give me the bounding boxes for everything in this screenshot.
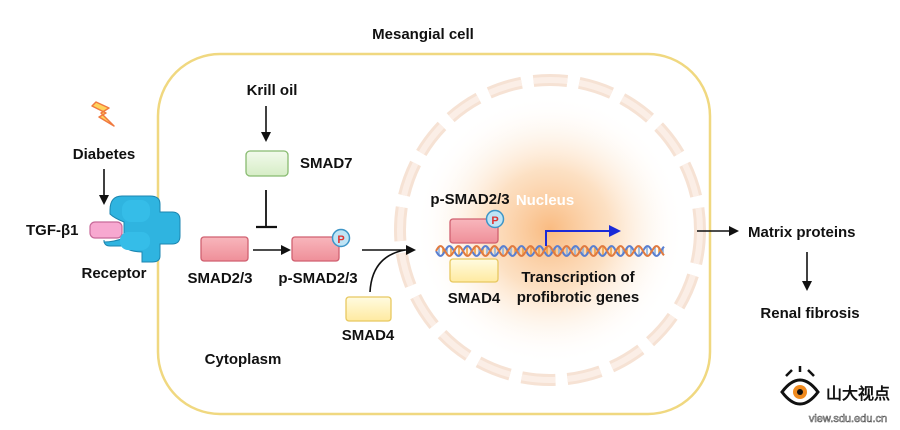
diabetes-label: Diabetes — [73, 146, 136, 163]
lightning-icon — [91, 101, 115, 127]
watermark-brand: 山大视点 — [826, 384, 890, 403]
phospho-badge-nuc: P — [485, 209, 505, 229]
p-smad23-cyto-label: p-SMAD2/3 — [278, 270, 357, 287]
smad7-box — [245, 150, 289, 177]
svg-text:P: P — [337, 234, 344, 246]
smad4-cyto-box — [345, 296, 392, 322]
dna-strand-a — [435, 245, 665, 257]
receptor-icon — [103, 195, 181, 263]
p-smad23-cyto-box — [291, 236, 340, 262]
transcription-start-arrow — [545, 225, 621, 246]
nucleus-label: Nucleus — [516, 192, 574, 209]
smad23-label: SMAD2/3 — [187, 270, 252, 287]
phospho-badge-cyto: P — [331, 228, 351, 248]
p-smad23-nuc-box — [449, 218, 499, 244]
smad4-nuc-label: SMAD4 — [448, 290, 501, 307]
krill-oil-label: Krill oil — [247, 82, 298, 99]
transcription-label-line2: profibrotic genes — [517, 289, 640, 306]
matrix-proteins-label: Matrix proteins — [748, 224, 856, 241]
tgf-ligand — [89, 221, 123, 239]
transcription-label-line1: Transcription of — [521, 269, 635, 286]
smad4-cyto-label: SMAD4 — [342, 327, 395, 344]
cytoplasm-label: Cytoplasm — [205, 351, 282, 368]
smad23-box — [200, 236, 249, 262]
svg-text:P: P — [491, 215, 498, 227]
smad7-label: SMAD7 — [300, 155, 353, 172]
renal-fibrosis-label: Renal fibrosis — [760, 305, 859, 322]
smad4-nuc-box — [449, 258, 499, 283]
receptor-label: Receptor — [81, 265, 146, 282]
watermark-eye-logo — [780, 366, 820, 406]
dna-strand-b — [435, 245, 665, 257]
smad4-join-curve — [369, 249, 406, 293]
p-smad23-nuc-label: p-SMAD2/3 — [430, 191, 509, 208]
watermark: 山大视点 view.sdu.edu.cn — [780, 366, 890, 425]
watermark-url: view.sdu.edu.cn — [809, 413, 887, 425]
dna-helix — [435, 245, 665, 257]
cell-title: Mesangial cell — [372, 26, 474, 43]
nuclear-envelope-inner — [397, 77, 703, 383]
tgf-label: TGF-β1 — [26, 222, 79, 239]
